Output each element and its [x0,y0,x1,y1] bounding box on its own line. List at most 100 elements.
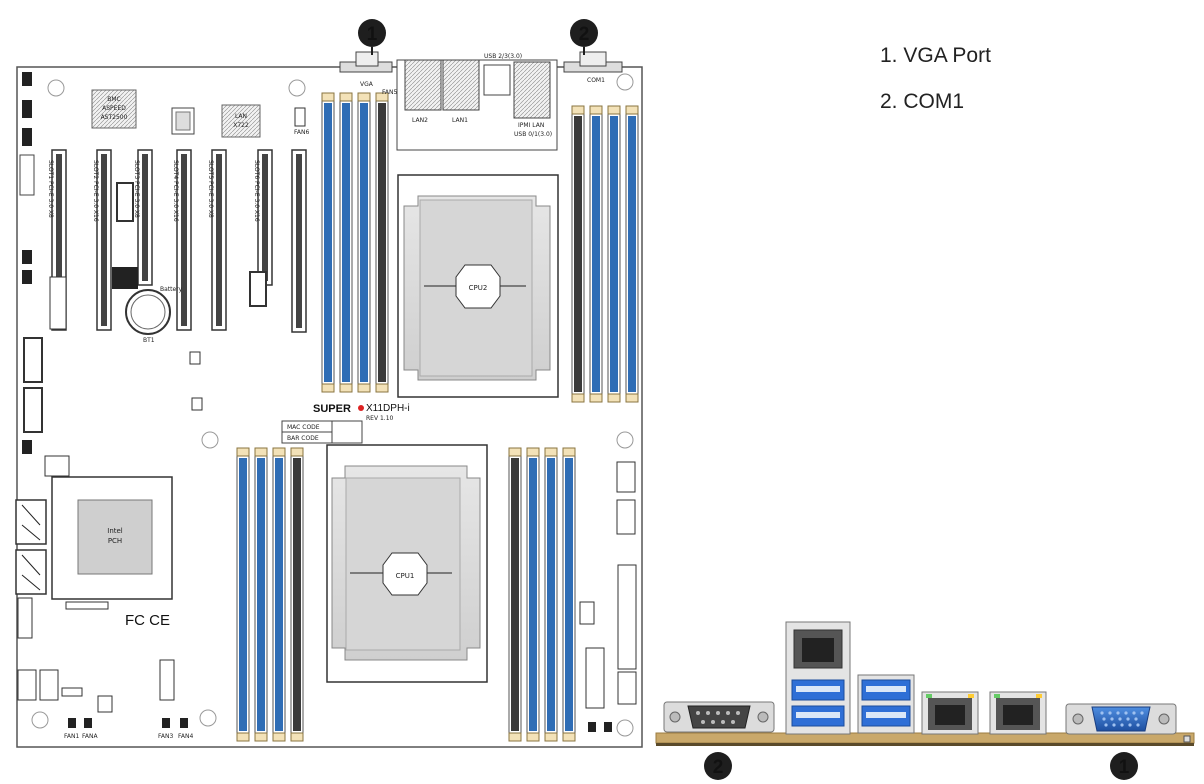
board-branding: SUPER X11DPH-i REV 1.10 [313,403,410,422]
legend-text: COM1 [903,90,965,113]
bmc-label-3: AST2500 [101,114,128,121]
dimm-slot-body [360,103,368,382]
cpu1-label: CPU1 [396,572,415,580]
led [1183,735,1191,743]
board-com1-connector: COM1 [563,51,623,84]
rear-com1-port [663,701,775,733]
pcie-slot-label: SLOT2 PCI-E 3.0 X16 [92,160,99,222]
bottom-callout-2: 2 [704,752,732,780]
ipmi-lan-label: IPMI LAN [518,122,544,129]
m2-connector [23,387,43,433]
lan2-label: LAN2 [412,117,428,124]
dimm-slot-body [378,103,386,382]
mounting-hole [616,431,634,449]
cpu2-label: CPU2 [469,284,488,292]
motherboard: BMC ASPEED AST2500 LAN X722 SLOT1 PCI-E … [15,51,643,748]
dimm-latch [625,393,639,403]
dimm-latch [236,447,250,457]
connector [294,107,306,127]
rear-lan2-port [921,691,979,735]
dimm-slot-body [324,103,332,382]
dimm-latch [562,447,576,457]
dimm-slot-body [610,116,618,392]
pcie-slot-pins [142,154,148,281]
sata-connectors [15,499,47,595]
rear-ipmi-usb-stack [785,621,851,735]
pcie-slot-pins [296,154,302,328]
bt1-label: BT1 [143,337,155,344]
mounting-hole [47,79,65,97]
bmc-chip: BMC ASPEED AST2500 [91,89,137,129]
lan-chip-label-1: LAN [235,113,247,120]
board-vga-label: VGA [360,81,374,88]
fan6-label: FAN6 [294,129,309,136]
dimm-latch [589,393,603,403]
pch-label-1: Intel [107,527,123,535]
fan-headers [68,718,612,732]
callout-number: 1 [1119,757,1130,778]
dimm-latch [526,732,540,742]
intel-pch: Intel PCH [51,476,173,610]
dimm-latch [571,105,585,115]
dimm-latch [508,732,522,742]
dimm-latch [544,447,558,457]
bottom-callout-1: 1 [1110,752,1138,780]
dimm-slot-body [592,116,600,392]
dimm-latch [290,447,304,457]
dimm-latch [290,732,304,742]
dimm-latch [254,732,268,742]
dimm-latch [272,447,286,457]
chip [175,111,191,131]
dimm-latch [375,383,389,393]
board-vga-connector: VGA [339,51,393,88]
mac-code-label: MAC CODE [287,424,320,431]
pcie-slot-pins [181,154,187,326]
fan3-label: FAN3 [158,733,173,740]
rear-vga-port [1065,703,1177,735]
dimm-latch [625,105,639,115]
fan5-label: FAN5 [382,89,397,96]
dimm-latch [321,92,335,102]
top-callout-1: 1 [358,19,386,55]
dimm-slot-body [574,116,582,392]
connector [44,455,70,477]
battery-label: Battery [160,286,183,293]
pch-label-2: PCH [108,537,122,545]
dimm-latch [321,383,335,393]
mounting-hole [31,711,49,729]
model-text: X11DPH-i [366,403,410,414]
mounting-hole [199,709,217,727]
connector [17,597,33,639]
dimm-slots [236,92,639,742]
pcie-slot-label: SLOT5 PCI-E 3.0 X8 [207,160,214,218]
callout-number: 2 [713,757,724,778]
legend-item-com1: 2. COM1 [880,90,991,114]
dimm-slot-body [275,458,283,731]
dimm-latch [254,447,268,457]
lan-chip-label-2: X722 [233,122,249,129]
pcie-slot-label: SLOT6 PCI-E 3.0 X16 [253,160,260,222]
connector [189,351,201,365]
dimm-slot-body [529,458,537,731]
dimm-latch [339,92,353,102]
dimm-latch [589,105,603,115]
callout-number: 2 [579,24,590,45]
rear-io-panel [655,621,1195,746]
pcie-slot-pins [56,154,62,326]
dimm-slot-body [257,458,265,731]
usb01-label: USB 0/1(3.0) [514,131,552,138]
brand-text: SUPER [313,403,351,415]
battery: Battery BT1 [125,286,183,344]
dimm-slot-body [628,116,636,392]
bmc-label-2: ASPEED [102,105,126,112]
fan4-label: FAN4 [178,733,193,740]
rear-io-outline: LAN2 LAN1 IPMI LAN USB 0/1(3.0) USB 2/3(… [396,53,558,151]
bottom-headers [17,659,175,713]
fcc-ce-mark: FC CE [125,612,170,629]
cpu2-socket: CPU2 [397,174,559,398]
pcie-slot-label: SLOT1 PCI-E 3.0 X8 [47,160,54,218]
dimm-slot-body [342,103,350,382]
lan1-label: LAN1 [452,117,468,124]
dimm-latch [375,92,389,102]
dimm-slot-body [565,458,573,731]
